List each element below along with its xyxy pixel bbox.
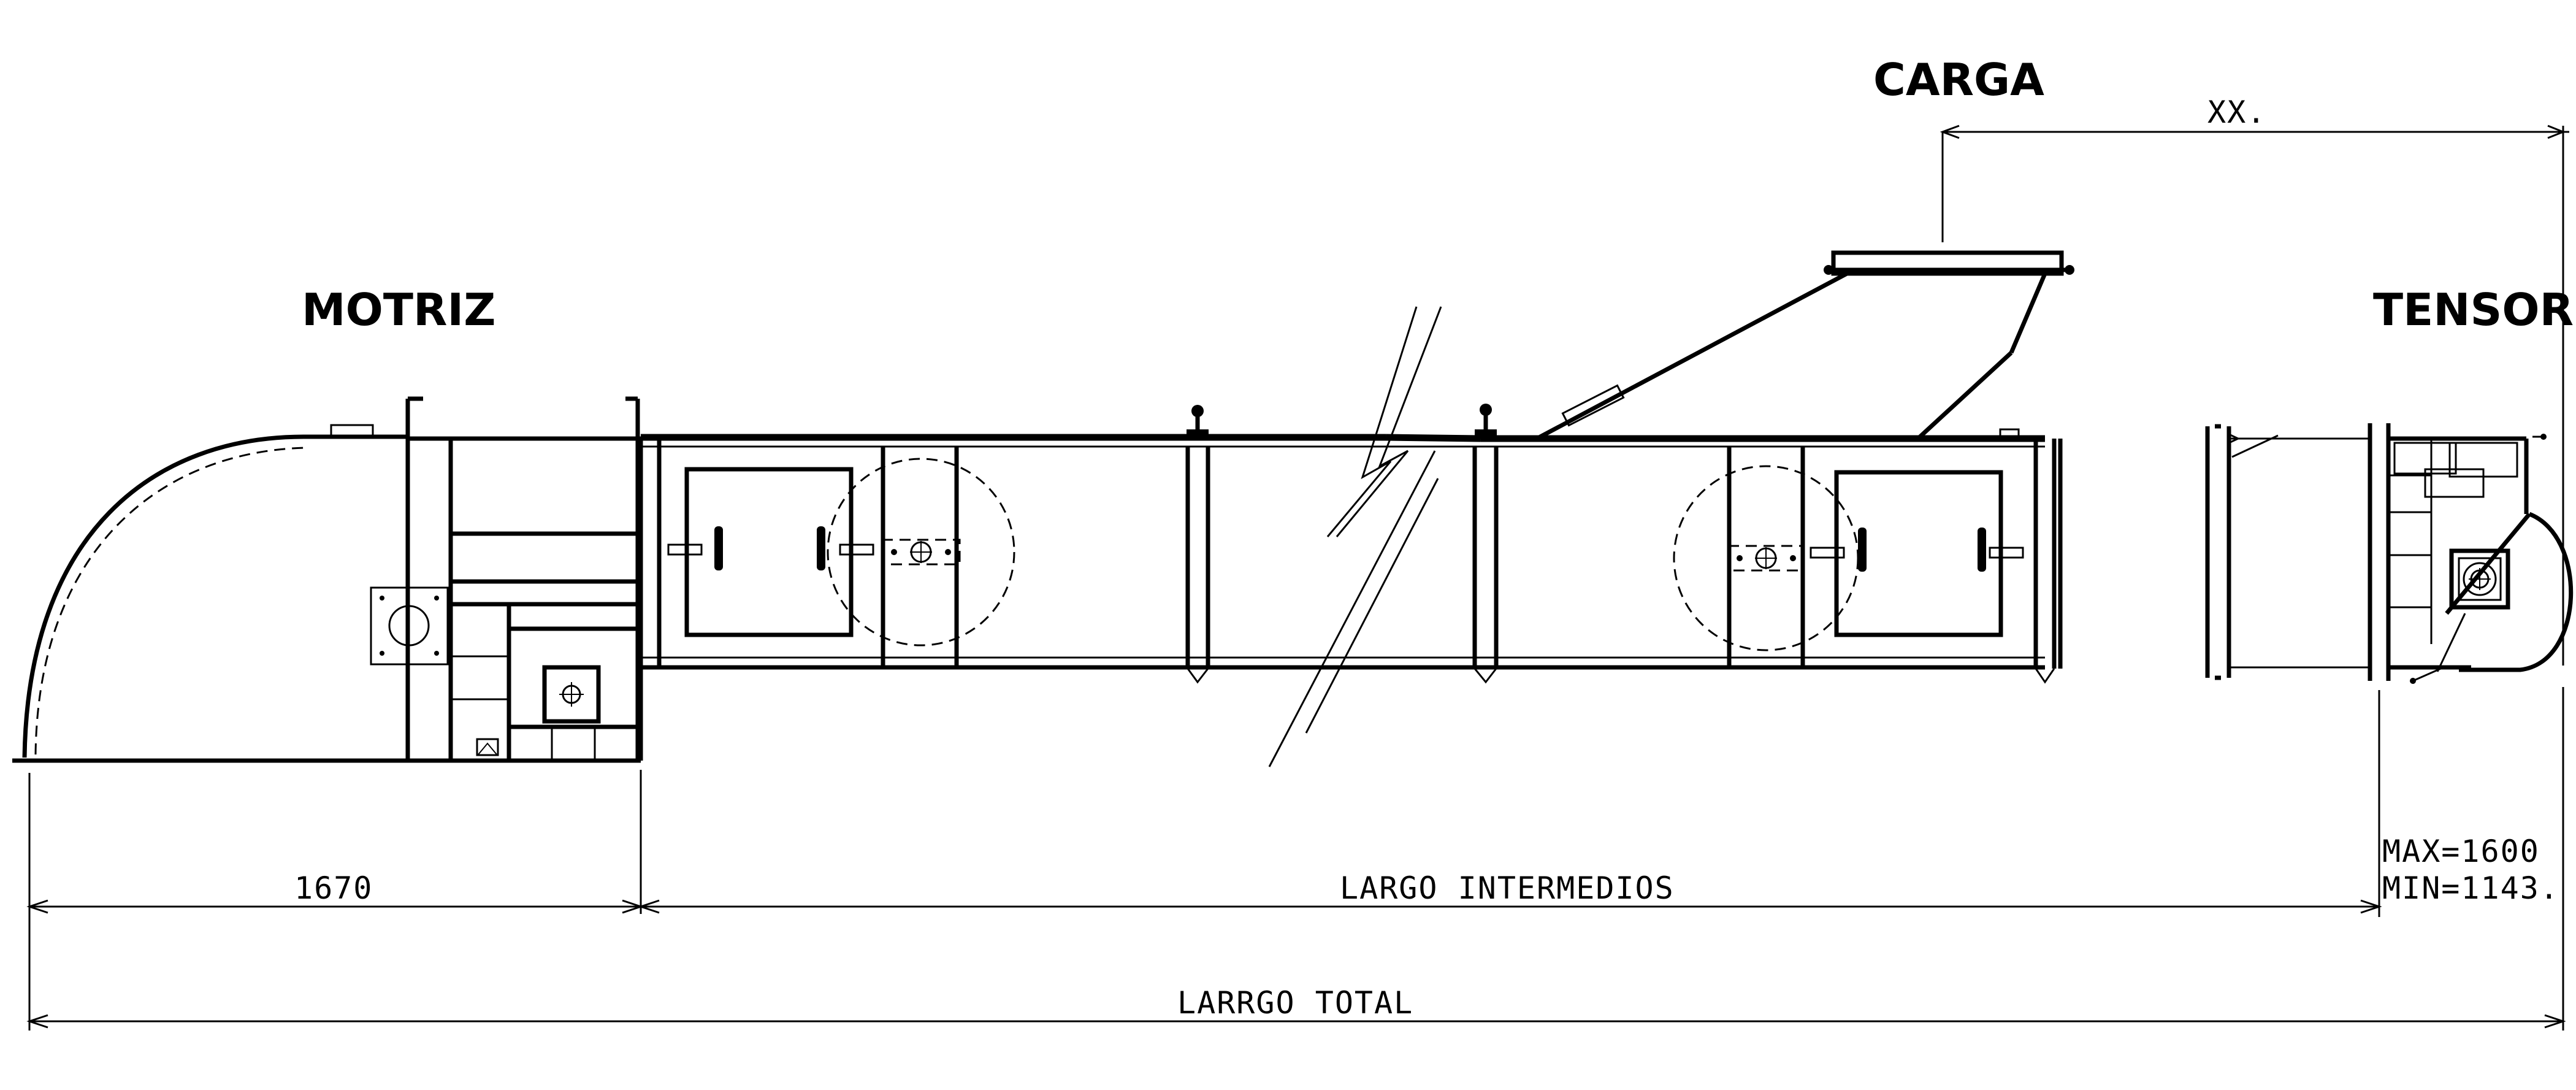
dim-max-text: MAX=1600 [2382, 834, 2540, 869]
drive-hood-outline [22, 434, 408, 758]
dimensions: XX. 1670 LARGO INTERMEDIOS MAX=1600 MIN=… [26, 94, 2569, 1031]
casing-flange-1 [1185, 405, 1210, 684]
inlet-flange [1831, 250, 2064, 276]
label-carga: CARGA [1873, 54, 2044, 106]
tail-cover [2459, 512, 2574, 672]
hood-inspection-cap [330, 424, 374, 439]
drive-hood-inner [34, 447, 307, 755]
label-tensor: TENSOR [2373, 284, 2574, 336]
inlet-chute [1538, 250, 2074, 440]
drive-sprocket-dashed [827, 458, 1015, 647]
chute-left-wall [1538, 271, 1848, 440]
casing-flange-2 [1472, 404, 1499, 684]
break-line-top [1326, 306, 1418, 537]
tensor-housing [2368, 423, 2574, 684]
dim-intermedios-text: LARGO INTERMEDIOS [1340, 870, 1675, 906]
dim-total-text: LARRGO TOTAL [1177, 985, 1413, 1021]
tensor-unit [2058, 423, 2574, 684]
dim-min-text: MIN=1143. [2382, 870, 2559, 906]
dim-xx-text: XX. [2207, 94, 2266, 130]
break-line-bottom [1268, 450, 1436, 767]
drive-head [12, 396, 641, 763]
drive-shaft-icon [388, 605, 430, 647]
label-motriz: MOTRIZ [302, 284, 495, 336]
drive-bearing-plate [370, 586, 449, 666]
inspection-door-right [1834, 470, 2003, 637]
tail-bearing-plate [542, 665, 601, 724]
take-up-bearing [2449, 548, 2510, 610]
dim-motriz-text: 1670 [294, 870, 373, 906]
inspection-door-left [684, 467, 854, 637]
chute-right-wall [2009, 272, 2047, 354]
casing-flange-3 [1999, 428, 2057, 684]
intermediate-casing [638, 306, 2057, 767]
